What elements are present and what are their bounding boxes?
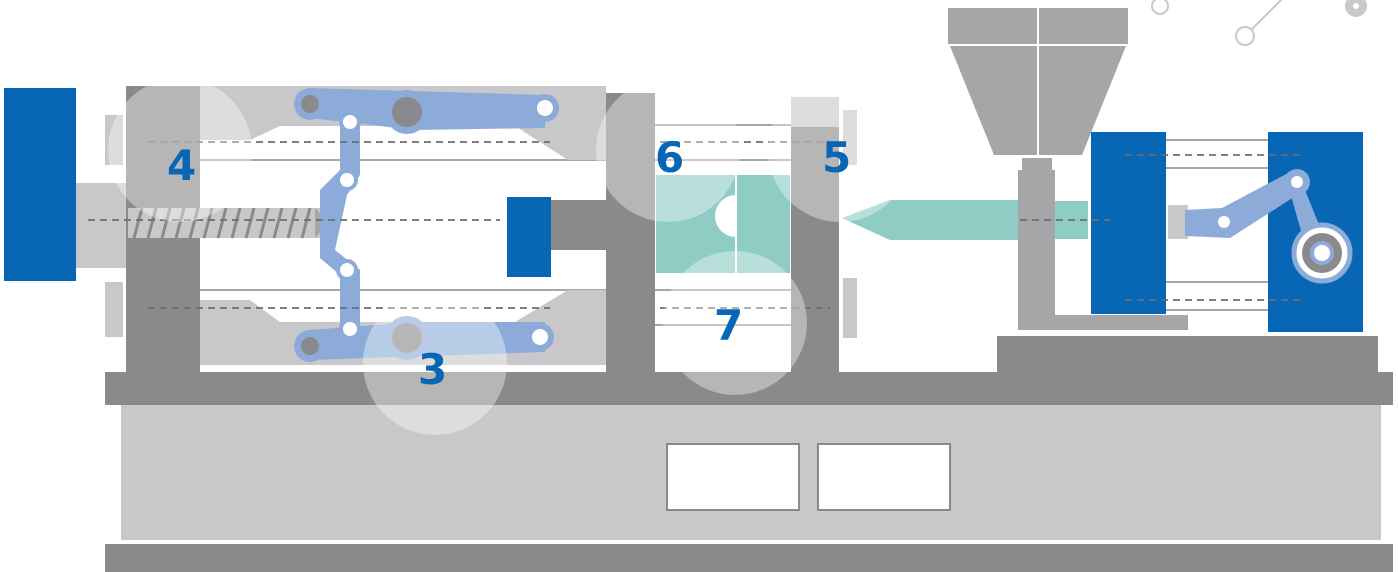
- fixed-platen: [791, 127, 839, 372]
- cabinet-panel-right: [817, 443, 951, 511]
- ejector-plate: [507, 197, 551, 277]
- highlight-circles: [108, 78, 912, 435]
- ejector-rod: [551, 200, 606, 250]
- injection-guide-lines: [1166, 139, 1268, 311]
- screw-icon: [128, 207, 324, 239]
- label-5: 5: [822, 133, 851, 182]
- nozzle: [842, 200, 1018, 240]
- toggle-linkage-icon: [294, 88, 559, 362]
- drive-coupling: [1168, 205, 1188, 239]
- crank-icon: [1185, 169, 1353, 284]
- decorative-network-icon: [1151, 0, 1367, 46]
- cylinder-stub-bottom: [105, 282, 123, 337]
- label-6: 6: [655, 133, 684, 182]
- cylinder-connector: [76, 183, 129, 268]
- injection-column: [1018, 170, 1055, 320]
- dashed-guides: [88, 141, 1300, 309]
- machine-bed-rail: [105, 372, 1393, 405]
- label-7: 7: [714, 301, 743, 350]
- machine-floor-rail: [105, 544, 1393, 572]
- mold: [655, 124, 791, 326]
- fixed-platen-stub-top: [843, 110, 857, 165]
- fixed-platen-stub-bottom: [843, 278, 857, 338]
- moving-platen: [606, 93, 655, 372]
- hopper-icon: [948, 8, 1128, 170]
- label-3: 3: [418, 345, 447, 394]
- label-4: 4: [167, 141, 196, 190]
- injection-base: [997, 336, 1378, 372]
- fixed-platen-top: [791, 97, 839, 127]
- clamp-cylinder: [4, 88, 76, 281]
- cabinet-panel-left: [666, 443, 800, 511]
- injection-column-foot: [1018, 315, 1188, 330]
- injection-carriage: [1091, 132, 1166, 314]
- cylinder-stub-top: [105, 115, 123, 165]
